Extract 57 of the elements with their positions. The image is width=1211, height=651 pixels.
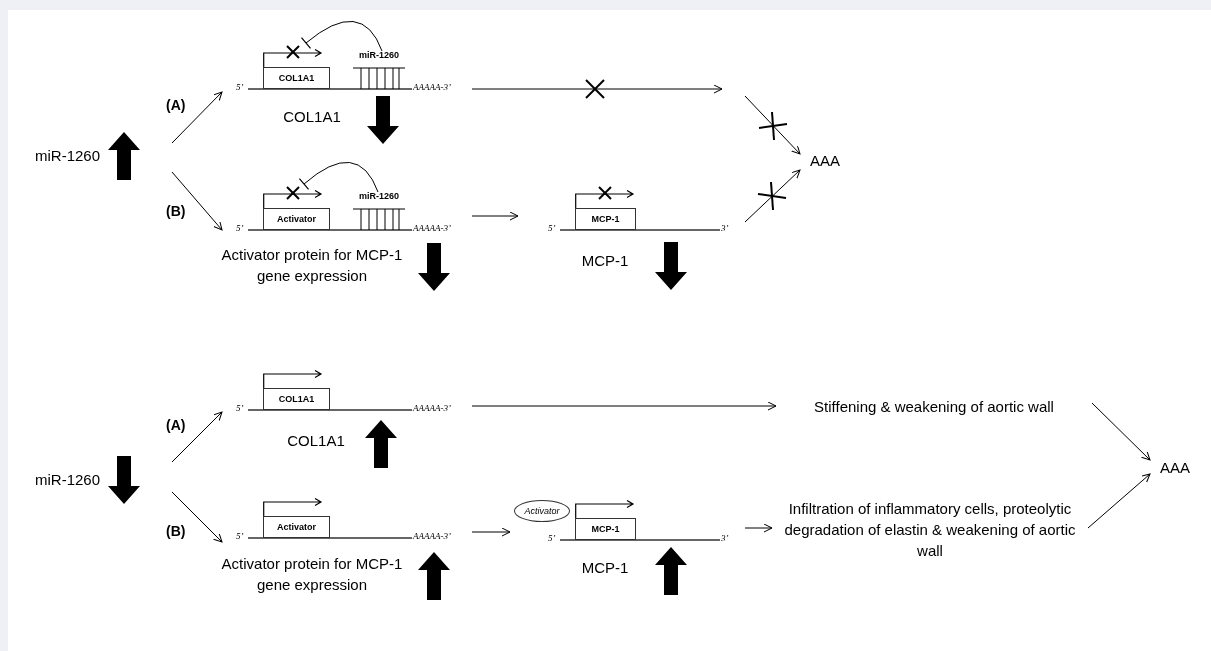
arrow: [471, 84, 723, 94]
exon-box: MCP-1: [575, 518, 636, 540]
five-prime-label: 5’: [236, 532, 244, 541]
direction-arrow: [365, 420, 397, 468]
expression-label: COL1A1: [282, 107, 342, 127]
arrow: [1087, 473, 1151, 529]
direction-arrow: [655, 547, 687, 595]
five-prime-label: 5’: [548, 224, 556, 233]
direction-arrow: [418, 552, 450, 600]
expression-label: Activator protein for MCP-1 gene expression: [220, 245, 404, 286]
edge-label: (B): [166, 204, 186, 218]
arrow: [471, 527, 511, 537]
five-prime-label: 5’: [236, 404, 244, 413]
binding-site-label: miR-1260: [358, 51, 400, 60]
arrow: [171, 411, 223, 463]
exon-box: COL1A1: [263, 67, 330, 89]
arrow: [471, 211, 519, 221]
mirna-label: miR-1260: [35, 469, 101, 490]
three-prime-label: AAAAA-3’: [413, 404, 451, 413]
arrow: [1091, 402, 1151, 461]
edge-label: (A): [166, 418, 186, 432]
inhibition-curve: [299, 162, 379, 193]
exon-box: Activator: [263, 516, 330, 538]
five-prime-label: 5’: [548, 534, 556, 543]
five-prime-label: 5’: [236, 83, 244, 92]
arrow: [171, 491, 223, 543]
exon-box: MCP-1: [575, 208, 636, 230]
mirna-label: miR-1260: [35, 145, 101, 166]
direction-arrow: [367, 96, 399, 144]
arrow: [471, 401, 777, 411]
outcome-label: Infiltration of inflammatory cells, proteolytic degradation of elastin & weakening of aortic wall: [772, 494, 1088, 564]
arrow: [744, 169, 801, 223]
arrow: [171, 171, 223, 231]
exon-box: COL1A1: [263, 388, 330, 410]
inhibition-curve: [301, 21, 383, 52]
three-prime-label: AAAAA-3’: [413, 83, 451, 92]
expression-label: Activator protein for MCP-1 gene expression: [220, 554, 404, 595]
expression-label: MCP-1: [580, 558, 630, 578]
arrow: [171, 91, 223, 144]
outcome-label: Stiffening & weakening of aortic wall: [776, 394, 1092, 418]
arrow: [744, 95, 801, 155]
edge-label: (B): [166, 524, 186, 538]
exon-box: Activator: [263, 208, 330, 230]
expression-label: MCP-1: [580, 251, 630, 271]
direction-arrow: [418, 243, 450, 291]
binding-site-label: miR-1260: [358, 192, 400, 201]
three-prime-label: 3’: [721, 224, 729, 233]
five-prime-label: 5’: [236, 224, 244, 233]
outcome-label: AAA: [800, 148, 850, 172]
three-prime-label: AAAAA-3’: [413, 224, 451, 233]
direction-arrow: [655, 242, 687, 290]
three-prime-label: AAAAA-3’: [413, 532, 451, 541]
expression-label: COL1A1: [286, 431, 346, 451]
edge-label: (A): [166, 98, 186, 112]
arrow: [744, 523, 773, 533]
outcome-label: AAA: [1150, 455, 1200, 479]
three-prime-label: 3’: [721, 534, 729, 543]
